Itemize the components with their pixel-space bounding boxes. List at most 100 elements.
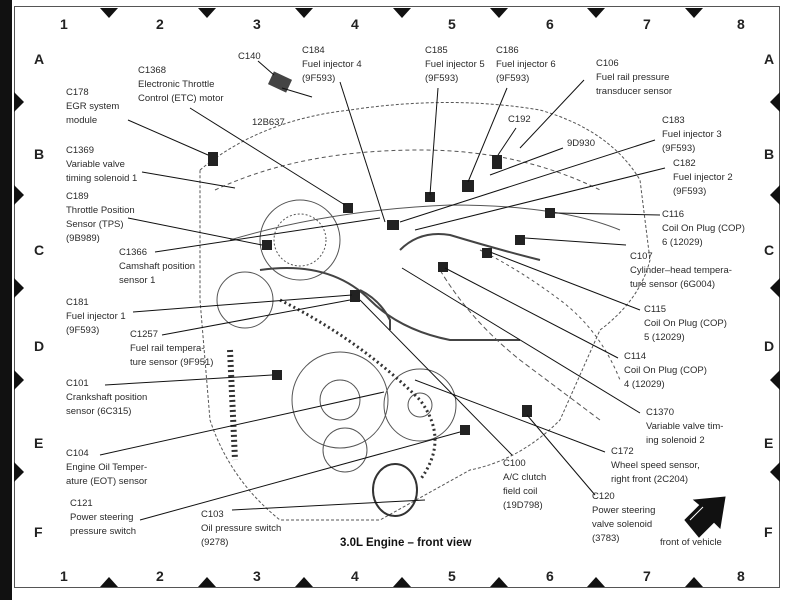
connector-c140-icon bbox=[267, 71, 293, 93]
leader-c183 bbox=[399, 139, 656, 223]
callout-c103: C103 Oil pressure switch (9278) bbox=[201, 509, 282, 548]
grid-marker-top bbox=[393, 8, 411, 18]
grid-col-label: 5 bbox=[448, 568, 456, 584]
leader-9d930 bbox=[489, 147, 564, 176]
leader-c101 bbox=[104, 374, 273, 386]
grid-marker-bottom bbox=[393, 577, 411, 587]
grid-col-label: 6 bbox=[546, 16, 554, 32]
callout-c184: C184 Fuel injector 4 (9F593) bbox=[302, 45, 362, 84]
grid-row-label: F bbox=[34, 524, 43, 540]
leader-c181 bbox=[132, 294, 353, 313]
connector-marks bbox=[208, 71, 555, 435]
leader-c106 bbox=[519, 79, 585, 149]
grid-row-label: B bbox=[764, 146, 775, 162]
engine-sketch bbox=[199, 102, 651, 521]
leader-c1369 bbox=[141, 171, 236, 189]
callout-c182: C182 Fuel injector 2 (9F593) bbox=[673, 158, 733, 197]
callout-9d930: 9D930 bbox=[567, 138, 595, 149]
grid-marker-left bbox=[14, 462, 24, 482]
callout-c1370: C1370 Variable valve tim- ing solenoid 2 bbox=[646, 407, 724, 446]
connector-icon bbox=[343, 203, 353, 213]
callout-c183: C183 Fuel injector 3 (9F593) bbox=[662, 115, 722, 154]
connector-icon bbox=[350, 290, 360, 302]
leader-c140 bbox=[257, 60, 275, 76]
grid-col-label: 7 bbox=[643, 568, 651, 584]
leader-c172 bbox=[414, 379, 606, 453]
grid-marker-bottom bbox=[685, 577, 703, 587]
leader-12b637 bbox=[281, 87, 313, 98]
grid-col-label: 2 bbox=[156, 568, 164, 584]
leader-c120 bbox=[526, 414, 596, 496]
grid-row-label: C bbox=[764, 242, 775, 258]
grid-row-label: E bbox=[764, 435, 774, 451]
callout-c115: C115 Coil On Plug (COP) 5 (12029) bbox=[644, 304, 727, 343]
grid-marker-right bbox=[770, 370, 780, 390]
grid-marker-right bbox=[770, 92, 780, 112]
callout-c107: C107 Cylinder–head tempera- ture sensor … bbox=[630, 251, 732, 290]
connector-icon bbox=[425, 192, 435, 202]
callout-c104: C104 Engine Oil Temper- ature (EOT) sens… bbox=[66, 448, 148, 487]
leader-c1257 bbox=[161, 299, 351, 336]
callout-c1257: C1257 Fuel rail tempera- ture sensor (9F… bbox=[130, 329, 214, 368]
connector-icon bbox=[272, 370, 282, 380]
callout-c1369: C1369 Variable valve timing solenoid 1 bbox=[66, 145, 138, 184]
callout-c181: C181 Fuel injector 1 (9F593) bbox=[66, 297, 126, 336]
front-of-vehicle-arrow-icon bbox=[684, 496, 726, 538]
grid-marker-left bbox=[14, 370, 24, 390]
leader-c121 bbox=[139, 431, 461, 521]
grid-col-label: 4 bbox=[351, 568, 359, 584]
leader-lines bbox=[99, 60, 666, 521]
connector-icon bbox=[460, 425, 470, 435]
grid-col-label: 8 bbox=[737, 16, 745, 32]
grid-marker-top bbox=[490, 8, 508, 18]
grid-marker-top bbox=[685, 8, 703, 18]
grid-col-label: 6 bbox=[546, 568, 554, 584]
front-of-vehicle-label: front of vehicle bbox=[660, 537, 722, 548]
callout-c172: C172 Wheel speed sensor, right front (2C… bbox=[611, 446, 700, 485]
leader-c182 bbox=[414, 167, 666, 231]
diagram-title: 3.0L Engine – front view bbox=[340, 537, 472, 549]
callout-c1368: C1368 Electronic Throttle Control (ETC) … bbox=[138, 65, 224, 104]
grid-row-label: F bbox=[764, 524, 773, 540]
grid-col-label: 5 bbox=[448, 16, 456, 32]
scan-edge-bar bbox=[0, 0, 12, 600]
callout-12b637: 12B637 bbox=[252, 117, 285, 128]
grid-marker-right bbox=[770, 185, 780, 205]
connector-icon bbox=[522, 405, 532, 417]
connector-icon bbox=[462, 180, 474, 192]
grid-marker-top bbox=[587, 8, 605, 18]
grid-marker-top bbox=[198, 8, 216, 18]
callout-c1366: C1366 Camshaft position sensor 1 bbox=[119, 247, 196, 286]
connector-icon bbox=[545, 208, 555, 218]
leader-c1368 bbox=[189, 107, 346, 206]
connector-icon bbox=[387, 220, 399, 230]
leader-c103 bbox=[231, 499, 426, 511]
grid-marker-bottom bbox=[100, 577, 118, 587]
grid-marker-left bbox=[14, 185, 24, 205]
grid-row-label: C bbox=[34, 242, 45, 258]
leader-c104 bbox=[99, 391, 385, 456]
grid-marker-right bbox=[770, 462, 780, 482]
leader-c1366 bbox=[154, 217, 381, 253]
leader-c115 bbox=[489, 251, 641, 311]
grid-marker-right bbox=[770, 278, 780, 298]
grid-col-label: 7 bbox=[643, 16, 651, 32]
leader-c189 bbox=[127, 217, 263, 246]
grid-marker-top bbox=[100, 8, 118, 18]
grid-col-label: 1 bbox=[60, 16, 68, 32]
leader-c114 bbox=[444, 267, 619, 359]
leader-c1370 bbox=[401, 267, 641, 414]
callout-c106: C106 Fuel rail pressure transducer senso… bbox=[596, 58, 673, 97]
connector-icon bbox=[492, 155, 502, 169]
callout-c189: C189 Throttle Position Sensor (TPS) (9B9… bbox=[66, 191, 135, 244]
leader-c186 bbox=[467, 87, 508, 183]
grid-col-label: 2 bbox=[156, 16, 164, 32]
connector-icon bbox=[208, 152, 218, 166]
callout-c185: C185 Fuel injector 5 (9F593) bbox=[425, 45, 485, 84]
leader-c185 bbox=[429, 87, 439, 196]
grid-marker-left bbox=[14, 278, 24, 298]
grid-row-label: A bbox=[764, 51, 775, 67]
grid-col-label: 1 bbox=[60, 568, 68, 584]
connector-icon bbox=[482, 248, 492, 258]
callout-c116: C116 Coil On Plug (COP) 6 (12029) bbox=[662, 209, 745, 248]
